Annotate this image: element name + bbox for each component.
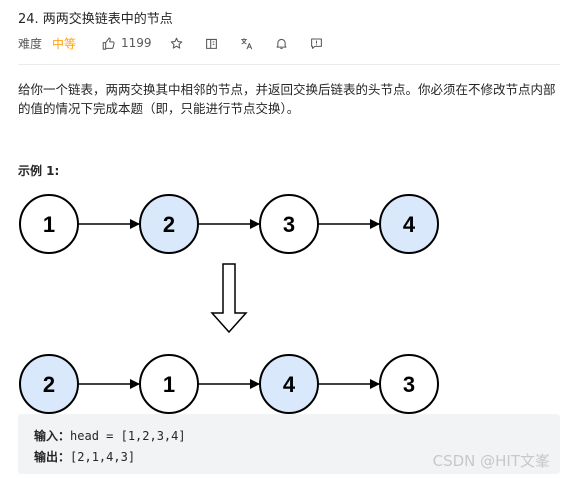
- translate-button[interactable]: [240, 37, 253, 50]
- difficulty-label: 难度: [18, 36, 43, 51]
- output-line: 输出：[2,1,4,3]: [34, 448, 135, 465]
- feedback-button[interactable]: [310, 37, 323, 50]
- example-title: 示例 1:: [18, 164, 60, 178]
- problem-title: 24. 两两交换链表中的节点: [18, 12, 173, 27]
- like-count: 1199: [121, 36, 152, 50]
- list-node: 2: [19, 354, 79, 414]
- node-value: 4: [283, 372, 296, 397]
- notification-button[interactable]: [275, 37, 288, 50]
- input-label: 输入：: [34, 429, 71, 443]
- list-node: 4: [259, 354, 319, 414]
- linked-list-diagram: 1 2 3 4 2 1 4 3: [19, 194, 439, 414]
- thumbs-up-icon: [102, 37, 115, 50]
- node-value: 3: [283, 212, 295, 237]
- list-node: 2: [139, 194, 199, 254]
- list-node: 3: [259, 194, 319, 254]
- list-node: 3: [379, 354, 439, 414]
- down-arrow-icon: [210, 263, 248, 334]
- example-code-block: 输入：head = [1,2,3,4] 输出：[2,1,4,3]: [18, 414, 560, 474]
- list-node: 1: [139, 354, 199, 414]
- input-value: head = [1,2,3,4]: [70, 429, 186, 443]
- watermark: CSDN @HIT文峯: [432, 452, 550, 470]
- input-line: 输入：head = [1,2,3,4]: [34, 427, 186, 444]
- translate-icon: [240, 37, 252, 49]
- like-button[interactable]: 1199: [102, 36, 152, 50]
- star-icon: [170, 37, 182, 49]
- node-value: 2: [43, 372, 55, 397]
- difficulty-badge: 中等: [52, 36, 77, 51]
- node-value: 4: [403, 212, 416, 237]
- node-value: 2: [163, 212, 175, 237]
- list-node: 1: [19, 194, 79, 254]
- problem-description: 给你一个链表，两两交换其中相邻的节点，并返回交换后链表的头节点。你必须在不修改节…: [18, 82, 556, 116]
- share-icon: [205, 38, 217, 49]
- list-node: 4: [379, 194, 439, 254]
- favorite-button[interactable]: [170, 37, 183, 50]
- problem-meta-bar: 难度 中等 1199: [18, 35, 345, 51]
- output-value: [2,1,4,3]: [70, 450, 136, 464]
- node-value: 3: [403, 372, 415, 397]
- share-button[interactable]: [205, 37, 218, 50]
- bell-icon: [276, 38, 287, 49]
- node-value: 1: [163, 372, 175, 397]
- node-value: 1: [43, 212, 55, 237]
- divider: [18, 64, 560, 65]
- output-label: 输出：: [34, 450, 71, 464]
- feedback-icon: [310, 38, 322, 49]
